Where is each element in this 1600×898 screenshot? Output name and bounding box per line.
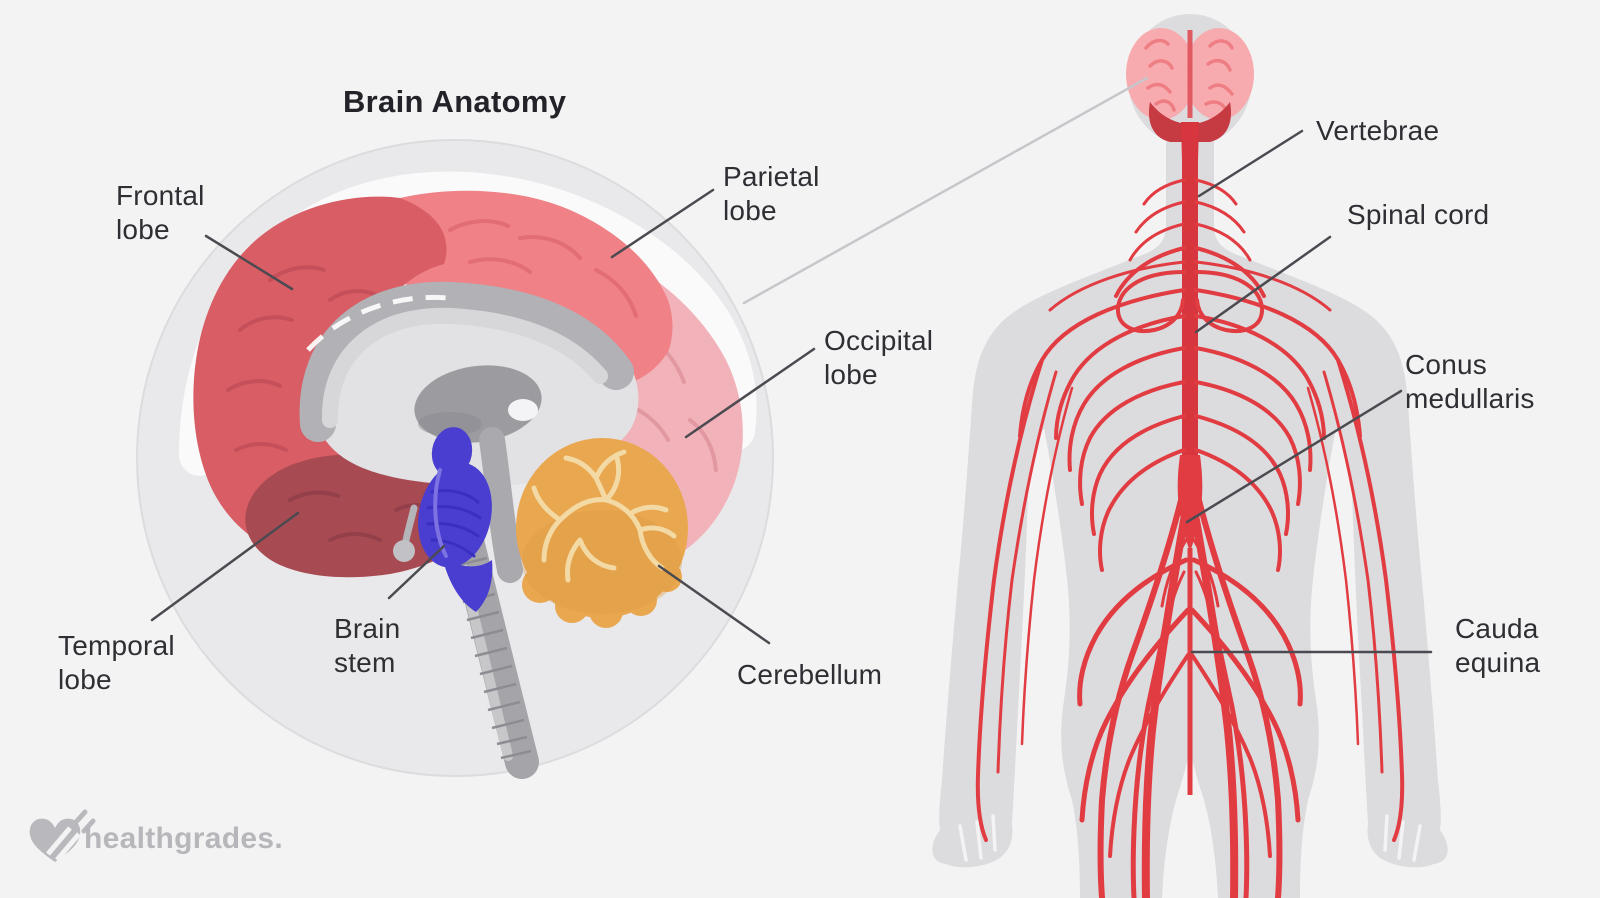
heart-check-ticks [73,809,96,834]
corpus-callosum-outer [299,281,634,442]
heart-slashes [46,826,81,862]
frontal-sulci-lines [226,265,380,508]
midbrain-gray-column [479,427,523,583]
cerebellum-shape [516,438,688,618]
body-brain-left-hemisphere [1126,28,1196,120]
cerebellum-bump [625,584,657,616]
spinal-cord-leader-line [1194,235,1332,334]
parietal-sulci-lines [448,219,638,318]
vertebrae-leader-line [1197,129,1304,198]
cerebellum-group [516,438,688,628]
brain-zoom-connector-line [742,76,1149,305]
nerve-path [1142,178,1186,206]
nerve-branches-left [975,178,1191,898]
corpus-callosum-inner [321,307,608,428]
nerve-path [1128,222,1186,262]
label-cerebellum: Cerebellum [737,659,883,690]
pelvic-nerve [1079,607,1191,823]
healthgrades-logo-text: healthgrades. [84,822,283,855]
nerve-path [1054,314,1186,440]
sacral-nerve [1164,570,1186,638]
arm-nerve [1020,386,1074,746]
arm-nerve [996,370,1058,774]
leader-lines [150,76,1433,654]
pituitary-gland [393,540,415,562]
brain-stem-group [418,427,493,612]
brain-panel [136,139,774,779]
cerebellum-arbor-vitae [531,449,677,583]
pons-ridges [426,488,482,558]
label-occipital-lobe: Occipital lobe [824,325,934,390]
nerve-path [1090,414,1186,536]
nerve-path [1067,346,1186,472]
hand-finger-lines [958,814,1422,862]
label-frontal-lobe: Frontal lobe [116,180,205,245]
nerve-path [1078,380,1186,506]
sciatic-nerve [1141,516,1188,898]
label-cauda-equina: Cauda equina [1455,613,1541,678]
nerve-path [1114,246,1186,298]
cerebellum-bump [522,567,558,603]
label-brain-stem: Brain stem [334,613,401,678]
label-temporal-lobe: Temporal lobe [58,630,175,695]
corpus-callosum-dashed-line [306,294,449,352]
body-brain-right-hemisphere [1184,28,1254,120]
label-conus-medullaris: Conus medullaris [1405,349,1535,414]
cerebellum-bump [555,589,589,623]
thalamus-shadow [418,412,482,436]
temporal-leader-line [150,511,300,622]
body-brain [1126,28,1254,142]
pelvic-nerve [1108,653,1190,858]
label-spinal-cord: Spinal cord [1347,199,1490,230]
parietal-leader-line [610,188,715,259]
nerve-path [1048,260,1186,312]
nerve-path [1134,200,1186,234]
frontal-leader-line [204,234,294,291]
body-panel [932,14,1448,898]
label-parietal-lobe: Parietal lobe [723,161,820,226]
cerebellum-leader-line [657,564,771,645]
brain-stem-medulla [442,556,493,612]
healthgrades-logo-icon [29,809,96,862]
body-cerebellum-dark [1148,102,1232,142]
body-brain-gyri [1144,38,1234,112]
occipital-leader-line [684,347,816,439]
hip-nerve [1077,557,1189,707]
brain-stem-leader-line [387,544,446,600]
temporal-lobe-shape [245,454,478,578]
interthalamic-dot [508,399,538,421]
nerve-path [1018,288,1186,438]
cerebellum-bump [589,594,623,628]
sacral-nerve [1160,538,1188,608]
arm-nerve [975,358,1044,842]
page-title: Brain Anatomy [343,84,567,119]
label-vertebrae: Vertebrae [1316,115,1440,146]
nerve-path [1098,448,1186,572]
conus-leader-line [1185,389,1403,524]
cerebellum-bump [652,562,682,592]
